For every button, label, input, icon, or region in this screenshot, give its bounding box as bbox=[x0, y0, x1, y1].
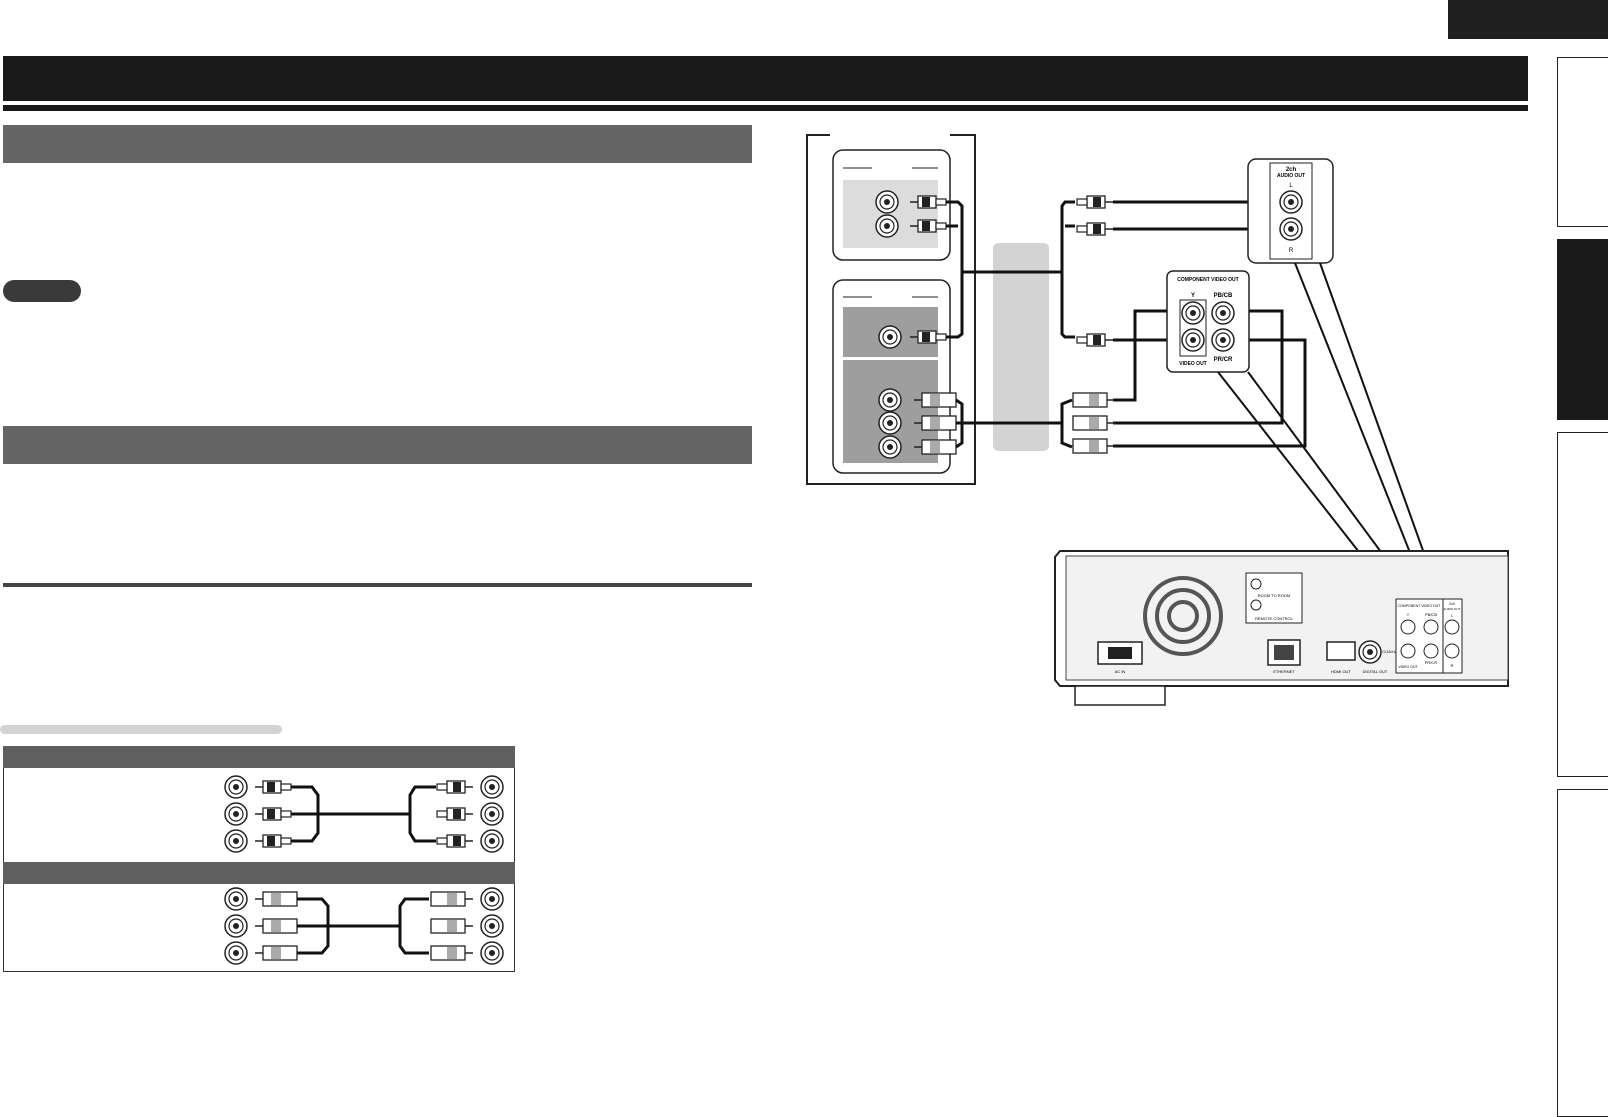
fan-grille bbox=[1143, 576, 1223, 656]
svg-text:COMPONENT VIDEO OUT: COMPONENT VIDEO OUT bbox=[1398, 604, 1442, 608]
svg-text:PB/CB: PB/CB bbox=[1425, 612, 1437, 617]
svg-text:R: R bbox=[1451, 663, 1454, 668]
tv-device bbox=[806, 134, 976, 485]
audio-out-callout: 2ch AUDIO OUT L R bbox=[1247, 158, 1334, 264]
side-tab-settings[interactable] bbox=[1557, 789, 1608, 1117]
side-tab-connections[interactable] bbox=[1557, 239, 1608, 420]
svg-text:REMOTE CONTROL: REMOTE CONTROL bbox=[1255, 616, 1294, 621]
side-tab-getting-started[interactable] bbox=[1557, 57, 1608, 227]
svg-text:Y: Y bbox=[1191, 293, 1195, 299]
svg-text:VIDEO OUT: VIDEO OUT bbox=[1179, 361, 1207, 367]
title-rule bbox=[3, 105, 1528, 111]
language-tab bbox=[1448, 0, 1608, 39]
svg-text:VIDEO OUT: VIDEO OUT bbox=[1398, 665, 1418, 669]
section-header-1 bbox=[3, 125, 752, 163]
svg-text:AC IN: AC IN bbox=[1115, 669, 1126, 674]
svg-text:AUDIO OUT: AUDIO OUT bbox=[1277, 173, 1305, 179]
section-header-2 bbox=[3, 426, 752, 464]
subsection-rule bbox=[3, 583, 752, 587]
cable-key-audio bbox=[224, 775, 504, 853]
svg-text:PR/CR: PR/CR bbox=[1425, 660, 1438, 665]
cable-key-row-head-audio bbox=[3, 746, 515, 768]
svg-text:ROOM TO ROOM: ROOM TO ROOM bbox=[1258, 593, 1291, 598]
cable-band bbox=[993, 243, 1049, 451]
svg-text:L: L bbox=[1289, 183, 1293, 189]
svg-text:AUDIO OUT: AUDIO OUT bbox=[1444, 607, 1461, 611]
svg-text:COMPONENT VIDEO OUT: COMPONENT VIDEO OUT bbox=[1177, 277, 1238, 283]
cable-key-row-head-video bbox=[3, 862, 515, 884]
component-video-callout: COMPONENT VIDEO OUT Y PB/CB VIDEO OUT PR… bbox=[1166, 270, 1250, 373]
side-tab-playback[interactable] bbox=[1557, 432, 1608, 777]
svg-text:Y: Y bbox=[1407, 612, 1410, 617]
svg-text:ETHERNET: ETHERNET bbox=[1273, 669, 1295, 674]
svg-text:2ch: 2ch bbox=[1449, 602, 1455, 606]
svg-text:2ch: 2ch bbox=[1286, 167, 1297, 173]
note-badge bbox=[3, 280, 81, 302]
player-rear-panel: ROOM TO ROOM REMOTE CONTROL AC IN ETHERN… bbox=[1054, 550, 1509, 706]
svg-text:PB/CB: PB/CB bbox=[1214, 293, 1233, 299]
leader-lines bbox=[1217, 262, 1441, 599]
svg-text:PR/CR: PR/CR bbox=[1214, 357, 1233, 363]
svg-text:R: R bbox=[1289, 248, 1294, 254]
cable-key-video bbox=[224, 887, 504, 965]
svg-text:DIGITAL OUT: DIGITAL OUT bbox=[1363, 669, 1388, 674]
svg-text:L: L bbox=[1451, 613, 1454, 618]
page-title-bar bbox=[3, 56, 1528, 101]
svg-text:HDMI OUT: HDMI OUT bbox=[1331, 669, 1351, 674]
svg-text:COAXIAL: COAXIAL bbox=[1382, 649, 1400, 654]
cable-key-label bbox=[0, 725, 282, 734]
